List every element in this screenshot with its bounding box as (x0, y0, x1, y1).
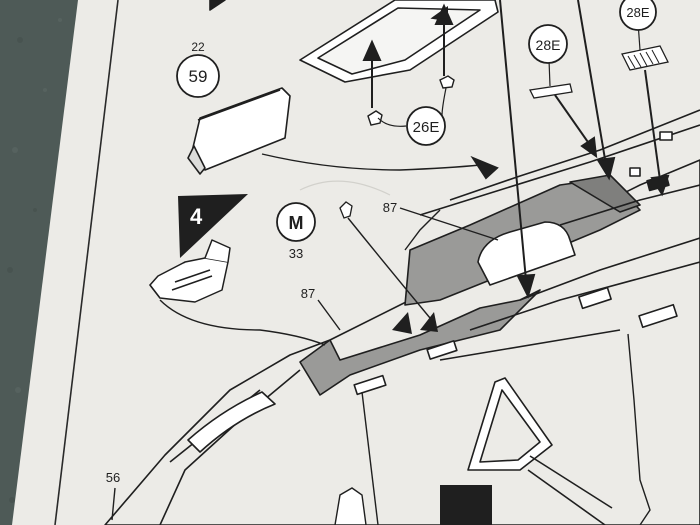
callout-circle-number: 59 (189, 67, 208, 86)
pin-arrows (362, 3, 454, 108)
callout-m-33: M 33 (276, 202, 316, 261)
label-56: 56 (106, 470, 120, 485)
callout-28e-a: 28E (528, 24, 568, 64)
antenna-part (339, 201, 353, 219)
seat-stub (334, 487, 367, 525)
callout-26e: 26E (406, 106, 446, 146)
callout-28e-b: 28E (619, 0, 657, 31)
step-4-marker: 4 (178, 194, 248, 258)
cockpit-parts (392, 312, 438, 334)
part-59-piece (187, 87, 291, 175)
assembly-arrows (470, 0, 670, 299)
callout-circle-number: 26E (413, 119, 440, 136)
callout-circle-number: 28E (626, 5, 649, 20)
callout-bottom-number: 33 (289, 246, 303, 261)
grille-part-a (529, 59, 573, 99)
leader-lines (111, 153, 651, 525)
callout-22-59: 22 59 (176, 40, 220, 98)
label-87-upper: 87 (383, 200, 397, 215)
label-87-lower: 87 (301, 286, 315, 301)
bottom-marker (440, 485, 492, 525)
paper-margin-line (54, 0, 119, 525)
canopy-pins (367, 75, 455, 126)
callout-top-number: 22 (191, 40, 205, 54)
seat-part (149, 239, 231, 303)
vertical-tail (467, 377, 613, 525)
callout-circle-letter: M (289, 213, 304, 233)
step-number: 4 (190, 204, 203, 229)
callout-circle-number: 28E (536, 37, 561, 53)
